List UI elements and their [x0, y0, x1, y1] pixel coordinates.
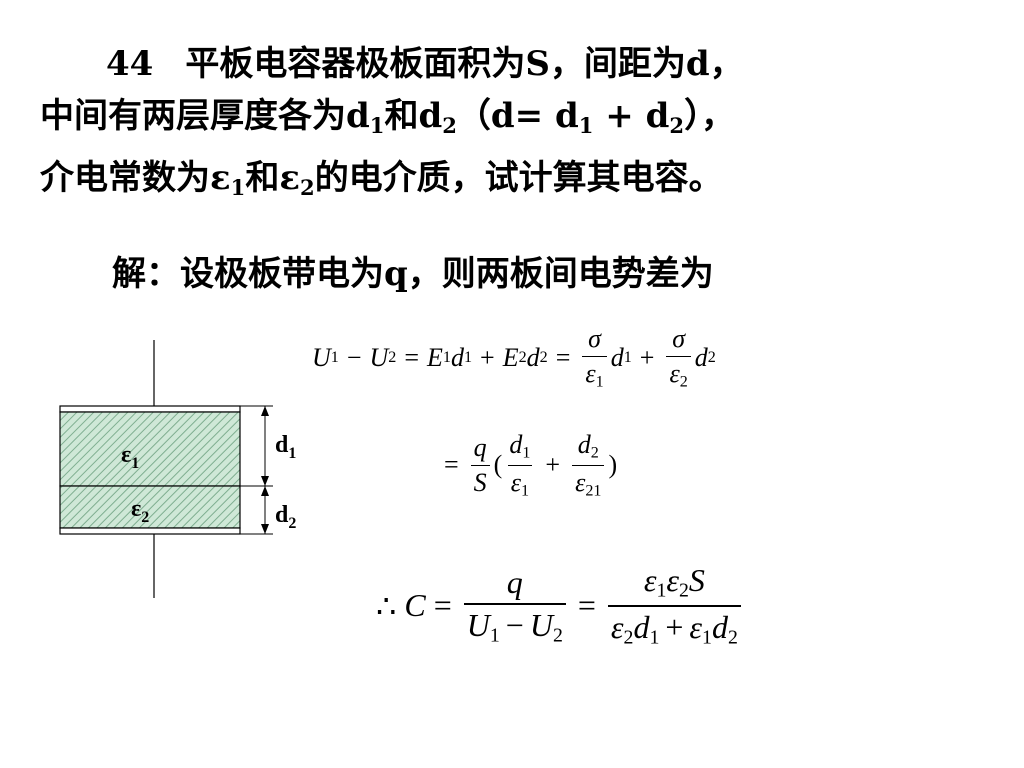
- d1-label: d1: [275, 432, 296, 462]
- line2-part-e: ），: [684, 96, 736, 136]
- eq2-right-paren: ): [608, 450, 618, 479]
- problem-line-1-text: 平板电容器极板面积为S，间距为d，: [185, 44, 744, 84]
- capacitor-diagram: ε1 ε2 d1 d2: [59, 340, 296, 598]
- line2-sub-3: 1: [578, 112, 594, 138]
- dielectric-2: [59, 485, 241, 529]
- line3-part-c: 的电介质，试计算其电容。: [314, 157, 723, 198]
- eq1-equals-1: =: [404, 342, 420, 372]
- problem-line-2: 中间有两层厚度各为d1和d2（d= d1 + d2），: [40, 90, 1000, 152]
- eq1-plus-2: +: [639, 342, 655, 372]
- line2-sub-2: 2: [442, 112, 457, 138]
- top-plate: [59, 405, 241, 413]
- problem-line-1: 44 平板电容器极板面积为S，间距为d，: [40, 38, 1000, 90]
- d1-arrow-up: [261, 406, 269, 416]
- line2-part-d: + d: [593, 96, 670, 136]
- eq3-fraction-q-U: q U1−U2: [463, 564, 566, 648]
- line2-part-a: 中间有两层厚度各为d: [40, 96, 370, 136]
- eq2-fraction-d2-eps21: d2 ε21: [572, 430, 605, 500]
- problem-line-3: 介电常数为ε1和ε2的电介质，试计算其电容。: [40, 152, 1000, 214]
- eps1-label: ε1: [121, 442, 139, 472]
- solution-intro: 解：设极板带电为q，则两板间电势差为: [112, 254, 714, 294]
- eps2-label: ε2: [131, 496, 149, 526]
- d2-label: d2: [275, 502, 296, 532]
- problem-number: 44: [106, 44, 154, 84]
- eq2-equals: =: [444, 450, 459, 479]
- eq1-minus: −: [346, 342, 362, 372]
- dielectric-1: [59, 411, 241, 487]
- eq1-equals-2: =: [555, 342, 571, 372]
- eq2-plus: +: [545, 450, 561, 479]
- eq3-therefore: ∴: [376, 587, 397, 624]
- eq2-left-paren: (: [493, 450, 503, 479]
- eq3-equals-2: =: [577, 587, 596, 624]
- line3-part-a: 介电常数为ε: [40, 157, 231, 198]
- eq3-equals-1: =: [433, 587, 452, 624]
- equation-2: = q S ( d1 ε1 + d2 ε21 ): [436, 430, 617, 500]
- line3-sub-2: 2: [300, 174, 315, 200]
- bottom-plate: [59, 527, 241, 535]
- eq1-fraction-sigma-eps1: σ ε1: [582, 324, 607, 392]
- d2-arrow-down: [261, 524, 269, 534]
- eq1-plus-1: +: [480, 342, 495, 372]
- d2-arrow-up: [261, 486, 269, 496]
- d1-arrow-down: [261, 476, 269, 486]
- line3-part-b: 和ε: [245, 157, 301, 198]
- equation-3: ∴ C = q U1−U2 = ε1ε2S ε2d1+ε1d2: [376, 562, 745, 649]
- eq2-fraction-q-S: q S: [470, 433, 490, 498]
- eq3-fraction-result: ε1ε2S ε2d1+ε1d2: [607, 562, 741, 649]
- line2-sub-1: 1: [369, 112, 385, 138]
- line2-sub-4: 2: [669, 112, 685, 138]
- eq1-fraction-sigma-eps2: σ ε2: [666, 324, 691, 392]
- line2-part-b: 和d: [384, 96, 443, 136]
- line2-part-c: （d= d: [456, 96, 579, 136]
- eq2-fraction-d1-eps1: d1 ε1: [507, 430, 533, 499]
- line3-sub-1: 1: [230, 174, 246, 200]
- eq3-C: C: [404, 587, 426, 624]
